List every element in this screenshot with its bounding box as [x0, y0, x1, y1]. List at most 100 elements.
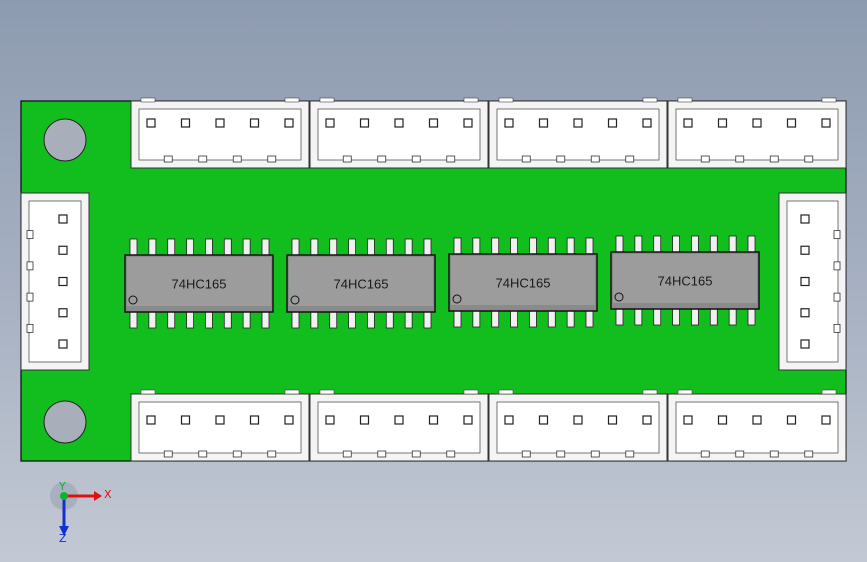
connector-latch	[804, 450, 814, 458]
bottom-connector	[309, 389, 489, 462]
ic-pin	[205, 311, 213, 329]
connector-latch	[556, 450, 566, 458]
connector-latch	[735, 450, 745, 458]
ic-pin	[261, 238, 270, 256]
connector-tab	[498, 97, 514, 103]
ic-pin	[653, 235, 662, 253]
ic-pin	[510, 237, 518, 255]
ic-chip: 74HC165	[448, 237, 598, 328]
connector-latch	[769, 450, 779, 458]
connector-pin	[786, 415, 797, 425]
connector-inner-wall	[786, 200, 839, 363]
ic-pin	[291, 238, 300, 256]
ic-pin	[167, 238, 176, 256]
connector-latch	[590, 450, 600, 458]
connector-pin	[428, 118, 439, 128]
connector-inner-wall	[675, 108, 839, 161]
ic-pin	[510, 310, 518, 328]
coordinate-triad: X Y Z	[50, 480, 112, 545]
ic-pin	[129, 311, 138, 329]
top-connector	[309, 97, 489, 169]
connector-latch	[267, 155, 277, 163]
connector-tab	[140, 389, 156, 395]
ic-pin	[148, 238, 157, 256]
chip-label: 74HC165	[658, 274, 713, 289]
ic-pin	[223, 238, 232, 256]
ic-pin	[348, 311, 356, 329]
ic-pin	[709, 308, 718, 326]
connector-pin	[284, 118, 294, 128]
connector-pin	[642, 415, 652, 425]
pin1-marker-icon	[614, 292, 624, 302]
connector-pin	[800, 214, 810, 224]
ic-pin	[310, 238, 319, 256]
connector-pin	[752, 118, 762, 128]
ic-pin	[653, 308, 662, 326]
connector-pin	[821, 118, 831, 128]
connector-pin	[58, 276, 68, 287]
ic-pin	[148, 311, 157, 329]
connector-tab	[463, 389, 479, 395]
ic-pin	[529, 310, 537, 328]
connector-latch	[446, 155, 456, 163]
connector-pin	[58, 308, 68, 318]
ic-body-top	[289, 257, 433, 306]
connector-pin	[284, 415, 294, 425]
connector-tab	[677, 97, 693, 103]
connector-latch	[833, 323, 841, 333]
connector-pin	[428, 415, 439, 425]
ic-pin	[691, 308, 699, 326]
connector-latch	[521, 155, 531, 163]
connector-pin	[538, 118, 549, 128]
connector-tab	[498, 389, 514, 395]
ic-pin	[672, 235, 680, 253]
connector-latch	[700, 155, 710, 163]
connector-latch	[590, 155, 600, 163]
pin1-marker-icon	[128, 295, 138, 305]
connector-pin	[180, 415, 191, 425]
ic-body-top	[451, 256, 595, 305]
ic-pin	[404, 238, 413, 256]
connector-latch	[267, 450, 277, 458]
ic-pin	[329, 311, 338, 329]
connector-latch	[232, 155, 242, 163]
connector-pin	[538, 415, 549, 425]
ic-pin	[691, 235, 699, 253]
ic-pin	[728, 235, 737, 253]
ic-pin	[367, 238, 375, 256]
connector-pin	[821, 415, 831, 425]
ic-pin	[529, 237, 537, 255]
z-arrowhead-icon	[59, 526, 69, 536]
connector-tab	[821, 97, 837, 103]
connector-latch	[833, 230, 841, 240]
ic-pin	[634, 235, 643, 253]
connector-pin	[359, 415, 370, 425]
connector-pin	[325, 118, 335, 128]
ic-pin	[242, 238, 251, 256]
bottom-connector	[488, 389, 668, 462]
connector-latch	[342, 450, 352, 458]
connector-latch	[521, 450, 531, 458]
ic-pin	[566, 310, 575, 328]
x-arrowhead-icon	[94, 491, 102, 501]
connector-pin	[642, 118, 652, 128]
connector-pin	[58, 339, 68, 349]
connector-latch	[625, 450, 635, 458]
connector-pin	[504, 415, 514, 425]
connector-pin	[394, 415, 404, 425]
ic-pin	[634, 308, 643, 326]
connector-pin	[683, 118, 693, 128]
ic-pin	[672, 308, 680, 326]
ic-pin	[547, 310, 556, 328]
connector-tab	[677, 389, 693, 395]
ic-pin	[310, 311, 319, 329]
connector-pin	[249, 415, 260, 425]
connector-pin	[800, 308, 810, 318]
ic-pin	[709, 235, 718, 253]
connector-pin	[249, 118, 260, 128]
connector-latch	[26, 323, 34, 333]
connector-tab	[319, 389, 335, 395]
connector-inner-wall	[496, 108, 660, 161]
